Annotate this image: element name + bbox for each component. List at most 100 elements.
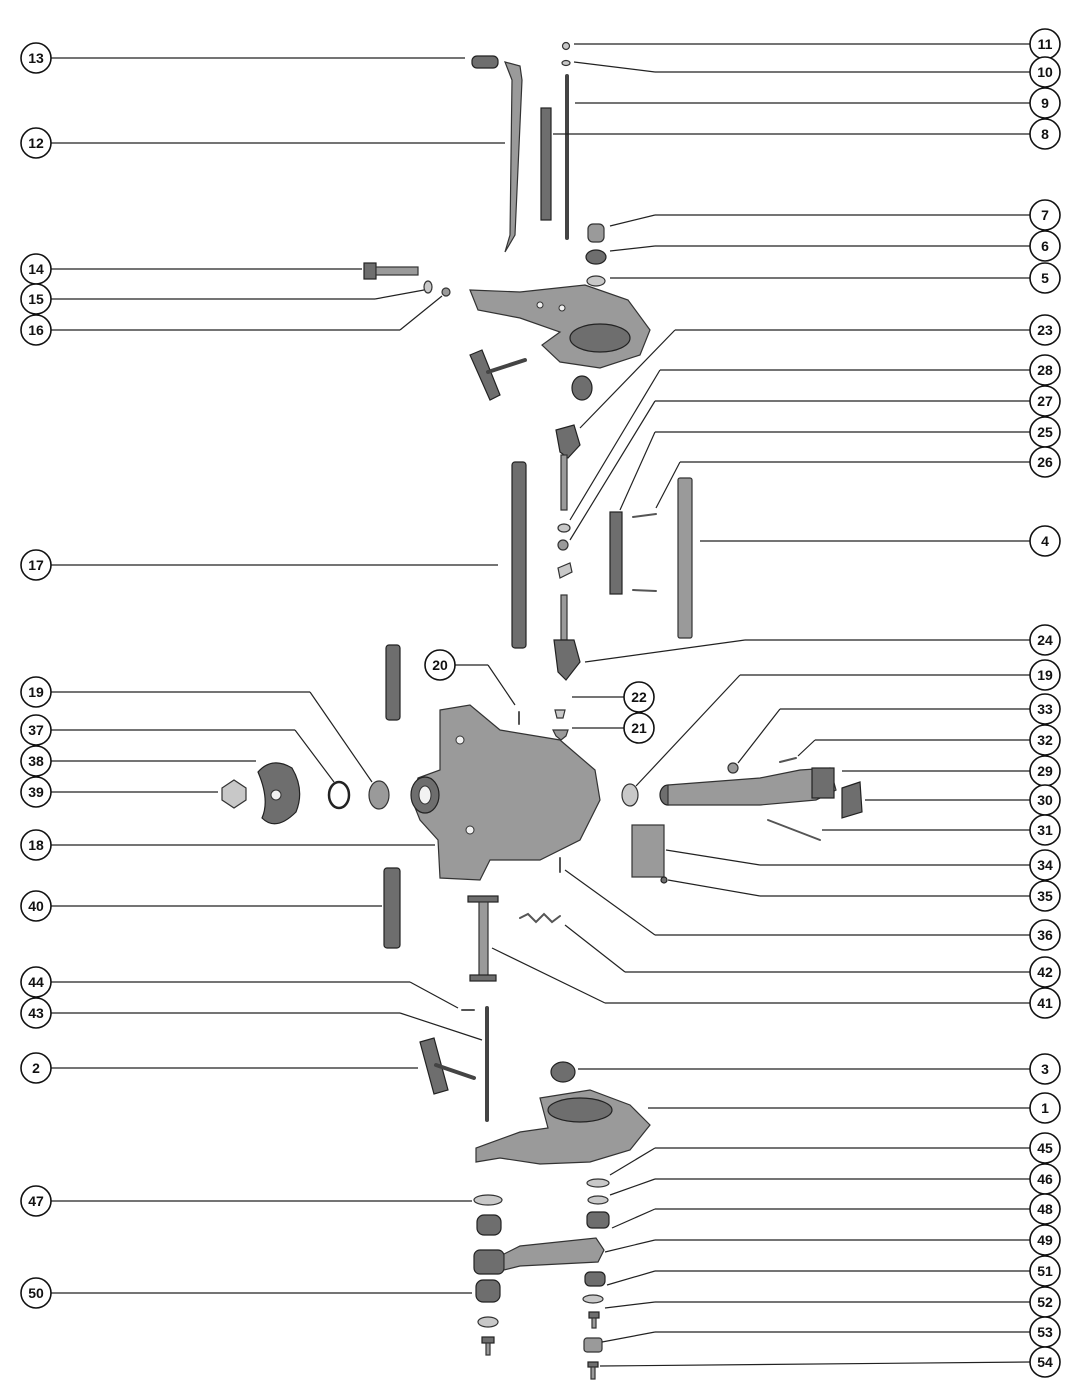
callout-26: 26 [1029,446,1061,478]
part-bolt-53 [588,1311,600,1329]
part-bushing-51 [584,1271,606,1287]
callout-47: 47 [20,1185,52,1217]
callout-43: 43 [20,997,52,1029]
callout-13: 13 [20,42,52,74]
callout-11: 11 [1029,28,1061,60]
svg-text:8: 8 [1041,126,1049,142]
part-washer-lower-left [477,1316,499,1328]
part-washer-47 [473,1194,503,1206]
svg-text:10: 10 [1037,64,1053,80]
svg-text:50: 50 [28,1285,44,1301]
svg-text:26: 26 [1037,454,1053,470]
part-pad-upper [571,375,593,401]
svg-text:17: 17 [28,557,44,573]
svg-text:42: 42 [1037,964,1053,980]
part-cam-38 [257,762,301,825]
callout-38: 38 [20,745,52,777]
svg-text:32: 32 [1037,732,1053,748]
part-bushing-48 [586,1211,610,1229]
part-steering-arm-49 [473,1237,605,1275]
svg-text:54: 54 [1037,1354,1053,1370]
svg-text:47: 47 [28,1193,44,1209]
callout-51: 51 [1029,1255,1061,1287]
part-plate-30 [841,781,863,819]
callout-36: 36 [1029,919,1061,951]
svg-text:44: 44 [28,974,44,990]
callout-32: 32 [1029,724,1061,756]
svg-text:36: 36 [1037,927,1053,943]
part-nut-27 [557,539,569,551]
part-swivel-tube [511,461,527,649]
callout-50: 50 [20,1277,52,1309]
callout-9: 9 [1029,87,1061,119]
callout-10: 10 [1029,56,1061,88]
part-nut-33 [727,762,739,774]
callout-39: 39 [20,776,52,808]
callout-20: 20 [424,649,456,681]
svg-text:45: 45 [1037,1140,1053,1156]
callout-7: 7 [1029,199,1061,231]
svg-text:38: 38 [28,753,44,769]
svg-text:18: 18 [28,837,44,853]
callout-21: 21 [623,712,655,744]
part-thumb-screw-upper [469,349,527,401]
part-bushing-50 [475,1279,501,1303]
svg-text:46: 46 [1037,1171,1053,1187]
svg-text:1: 1 [1041,1100,1049,1116]
part-upper-clamp-bracket [469,284,651,369]
svg-text:31: 31 [1037,822,1053,838]
callout-3: 3 [1029,1053,1061,1085]
callout-25: 25 [1029,416,1061,448]
part-washer-45 [586,1178,610,1188]
callout-14: 14 [20,253,52,285]
svg-text:15: 15 [28,291,44,307]
part-screw-54 [587,1361,599,1380]
part-washer-small [561,59,571,67]
part-washer-28 [557,523,571,533]
callout-23: 23 [1029,314,1061,346]
svg-text:12: 12 [28,135,44,151]
callout-44: 44 [20,966,52,998]
svg-text:19: 19 [28,684,44,700]
part-thumb-screw-lower [419,1037,476,1095]
callout-15: 15 [20,283,52,315]
svg-text:27: 27 [1037,393,1053,409]
part-lower-clamp-bracket [475,1089,651,1165]
callout-30: 30 [1029,784,1061,816]
callout-24: 24 [1029,624,1061,656]
svg-text:43: 43 [28,1005,44,1021]
svg-text:39: 39 [28,784,44,800]
svg-text:20: 20 [432,657,448,673]
callout-37: 37 [20,714,52,746]
part-nut-small [561,41,571,51]
part-bushing-6 [585,249,607,265]
svg-text:22: 22 [631,689,647,705]
callout-40: 40 [20,890,52,922]
callout-18: 18 [20,829,52,861]
part-bushing-19-left [368,780,390,810]
callout-48: 48 [1029,1193,1061,1225]
part-bar-25 [609,511,623,595]
svg-text:5: 5 [1041,270,1049,286]
callout-29: 29 [1029,755,1061,787]
part-pad-lower [550,1061,576,1083]
svg-text:49: 49 [1037,1232,1053,1248]
part-stud-23 [555,424,581,511]
part-hex-nut-39 [221,779,247,809]
part-washer-46 [587,1195,609,1205]
svg-text:4: 4 [1041,533,1049,549]
part-bushing-7 [587,223,605,243]
part-tube-4 [677,477,693,639]
svg-text:29: 29 [1037,763,1053,779]
part-fitting-21 [552,729,569,741]
svg-text:41: 41 [1037,995,1053,1011]
part-pin-upper [632,513,657,518]
callout-22: 22 [623,681,655,713]
svg-text:23: 23 [1037,322,1053,338]
callout-16: 16 [20,314,52,346]
svg-text:33: 33 [1037,701,1053,717]
svg-text:40: 40 [28,898,44,914]
part-screw-32 [779,757,797,763]
part-swivel-bracket [410,704,601,881]
callout-53: 53 [1029,1316,1061,1348]
